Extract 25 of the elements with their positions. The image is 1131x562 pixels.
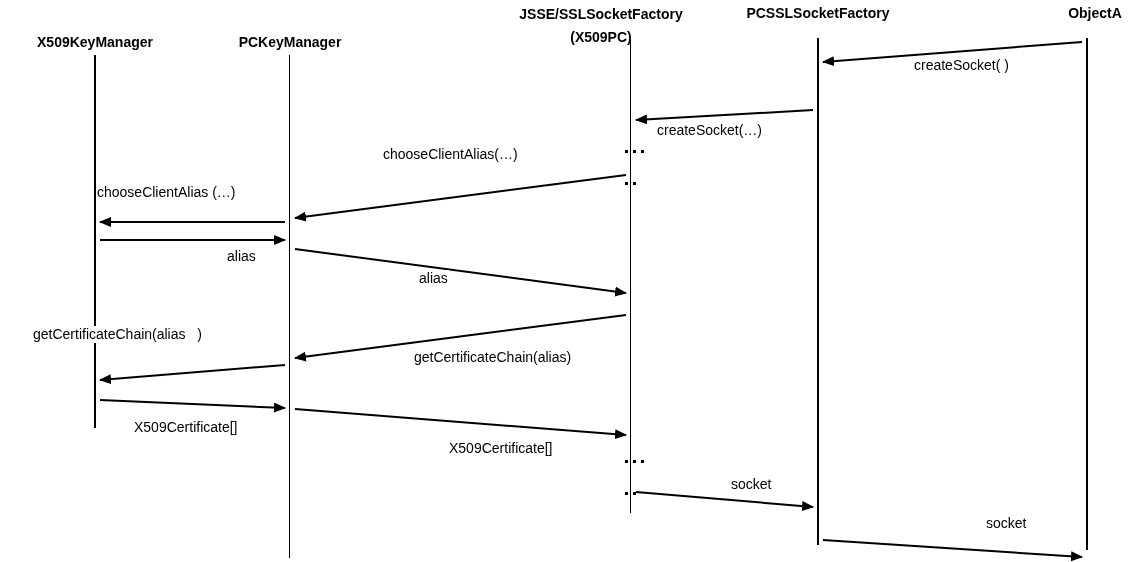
message-arrow [99, 235, 286, 245]
message-arrow [99, 217, 286, 227]
message-arrow [822, 539, 1083, 562]
message-arrow [294, 314, 627, 362]
message-arrow [99, 399, 286, 413]
lifeline-name: ObjectA [1068, 3, 1122, 23]
message-arrow [294, 174, 627, 222]
message-arrow [635, 109, 814, 125]
edge-label: X509Certificate[] [133, 419, 239, 436]
edge-label: getCertificateChain(alias) [413, 349, 573, 366]
edge-label: chooseClientAlias(…) [382, 146, 519, 163]
message-arrow [99, 364, 286, 385]
message-arrow [294, 248, 627, 297]
lifeline-name: X509KeyManager [37, 32, 153, 52]
edge-label: getCertificateChain(alias ) [32, 326, 203, 343]
edge-label: createSocket( ) [913, 57, 1010, 74]
lifeline-name: PCKeyManager [238, 32, 342, 52]
edge-label: X509Certificate[] [448, 440, 554, 457]
message-arrow [294, 408, 627, 440]
lifeline-name: PCSSLSocketFactory [746, 3, 890, 23]
lifeline-name: JSSE/SSLSocketFactory (X509PC) [518, 5, 684, 47]
message-arrow [635, 491, 814, 512]
edge-label: createSocket(…) [656, 122, 764, 139]
edge-label: chooseClientAlias (…) [96, 184, 237, 201]
message-arrow [822, 41, 1083, 67]
